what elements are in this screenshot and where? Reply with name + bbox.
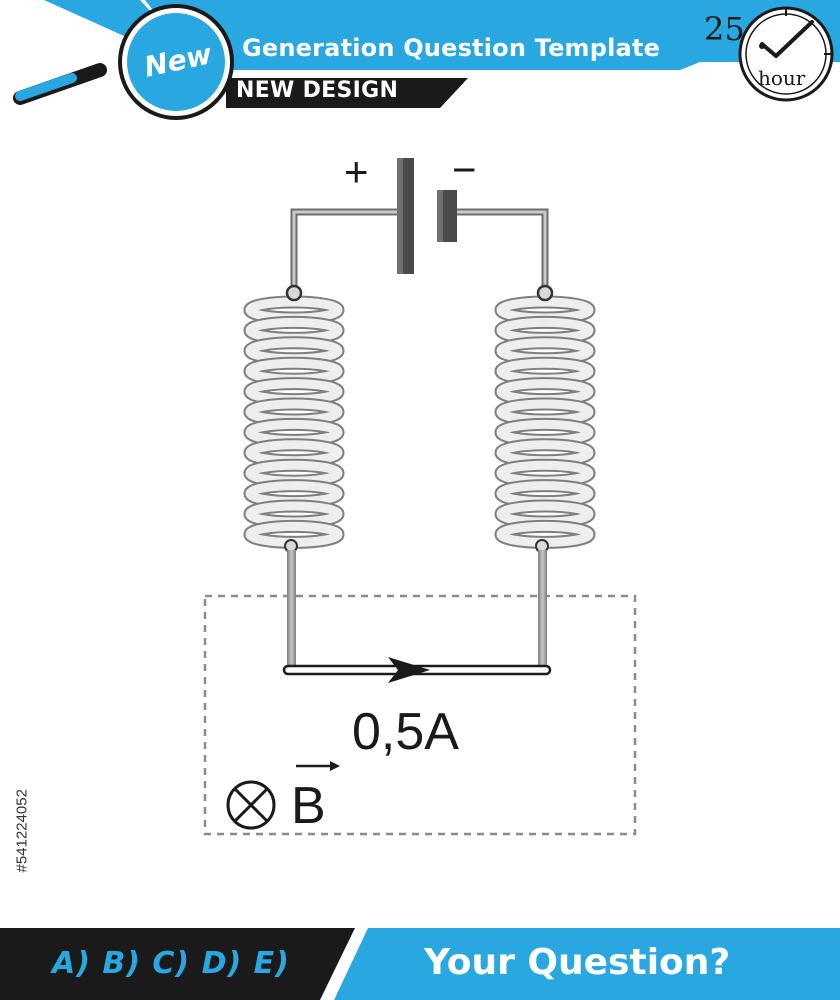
terminal-dot <box>285 284 303 302</box>
header-banner <box>52 0 840 70</box>
subtitle-bar <box>226 78 468 108</box>
header-graphics <box>13 0 840 120</box>
field-label: B <box>291 777 326 835</box>
circuit-diagram <box>203 158 637 836</box>
right-coil <box>494 295 596 549</box>
answer-choices: A) B) C) D) E) <box>52 946 290 981</box>
into-page-field-icon <box>226 780 276 830</box>
current-label: 0,5A <box>352 703 459 761</box>
timer-value: 25 <box>704 10 745 48</box>
header-title: Generation Question Template <box>242 34 661 62</box>
timer-unit: hour <box>758 66 806 90</box>
stock-id-watermark: #541224052 <box>12 764 32 874</box>
left-coil <box>243 295 345 549</box>
battery <box>397 158 457 274</box>
battery-plus-label: + <box>344 148 369 195</box>
bottom-wire <box>282 550 552 676</box>
field-region <box>203 594 637 836</box>
terminal-dot <box>536 284 554 302</box>
header-subtitle: NEW DESIGN <box>236 78 399 103</box>
vector-arrow-icon <box>296 761 340 771</box>
magnifier-icon <box>13 4 234 120</box>
battery-minus-label: − <box>452 146 477 193</box>
question-prompt: Your Question? <box>424 942 731 983</box>
clock-icon <box>738 6 834 102</box>
stock-id-text: #541224052 <box>13 789 31 873</box>
current-arrow-icon <box>388 657 430 683</box>
top-wire <box>290 208 549 292</box>
